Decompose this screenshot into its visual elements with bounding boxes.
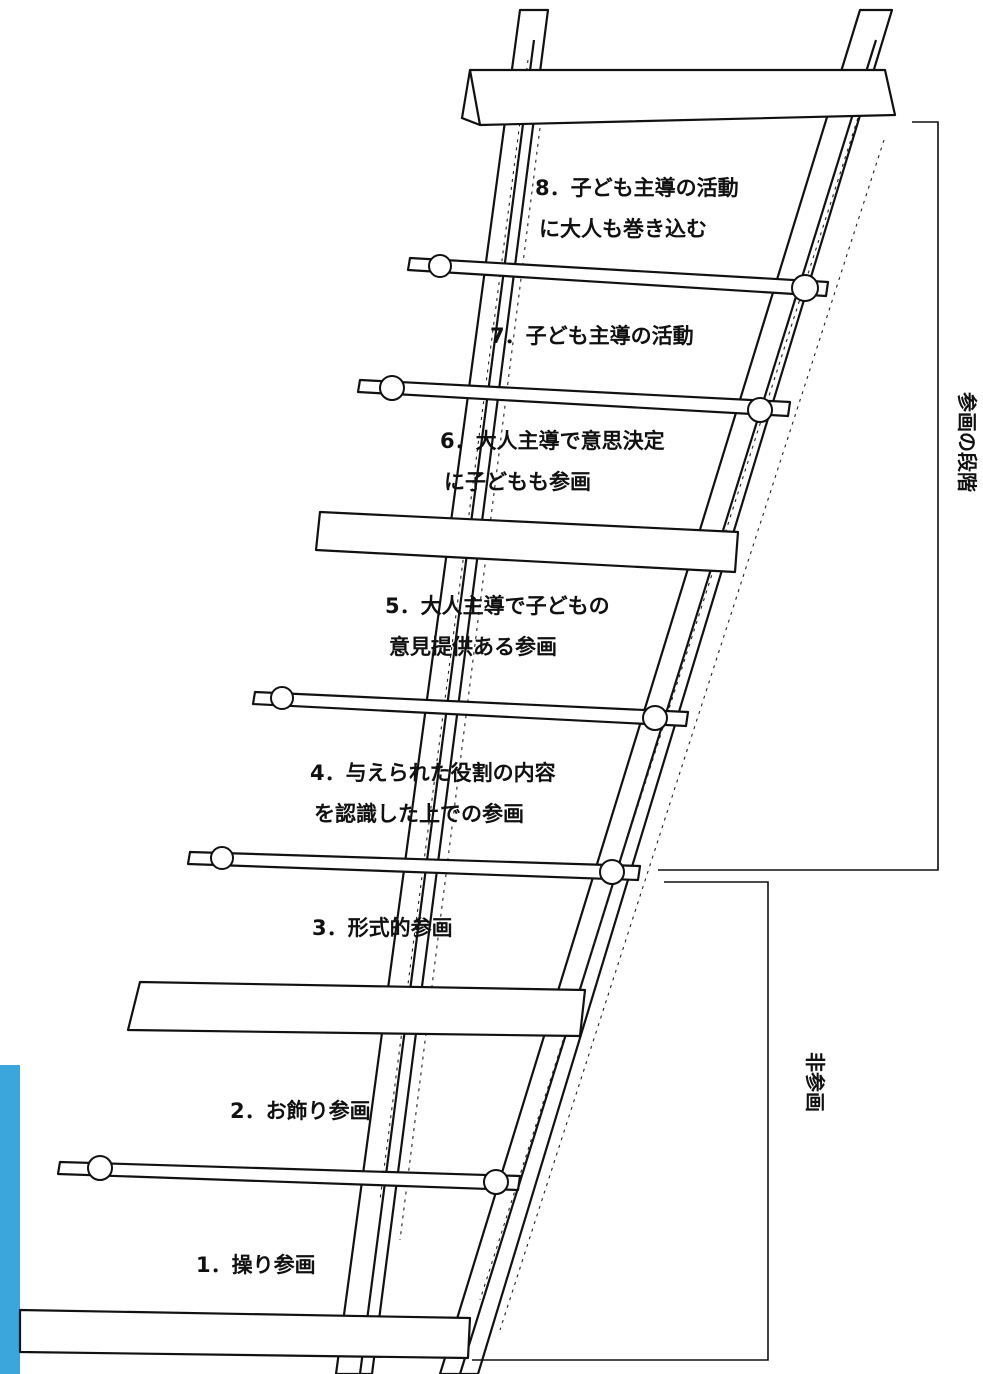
participation-label: 参画の段階 xyxy=(955,392,979,492)
rung-label-1: 1．操り参画 xyxy=(196,1253,316,1277)
rung-8-line-1: 8．子ども主導の活動 xyxy=(535,176,739,200)
side-strip xyxy=(0,1065,20,1374)
rung-3-line-1: 3．形式的参画 xyxy=(312,916,453,940)
rung-label-4: 4．与えられた役割の内容を認識した上での参画 xyxy=(310,761,556,826)
bracket-non-participation xyxy=(472,881,769,1361)
rung-label-7: 7．子ども主導の活動 xyxy=(490,324,694,348)
rung-2-line-1: 2．お飾り参画 xyxy=(230,1099,371,1123)
rung-8-line-2: に大人も巻き込む xyxy=(539,217,707,241)
rung-label-3: 3．形式的参画 xyxy=(312,916,453,940)
board-middle xyxy=(314,510,740,574)
rung-6-line-2: に子どもも参画 xyxy=(444,470,591,494)
rung-6-line-1: 6．大人主導で意思決定 xyxy=(440,429,665,453)
board-bottom xyxy=(18,1308,472,1360)
rung-label-6: 6．大人主導で意思決定に子どもも参画 xyxy=(440,429,665,494)
rung-5-line-1: 5．大人主導で子どもの xyxy=(385,594,610,618)
round-rungs xyxy=(56,254,830,1195)
rung-1-line-1: 1．操り参画 xyxy=(196,1253,316,1277)
rung-5-line-2: 意見提供ある参画 xyxy=(389,635,557,659)
rung-7-line-1: 7．子ども主導の活動 xyxy=(490,324,694,348)
non-participation-label: 非参画 xyxy=(803,1052,827,1112)
rung-4-line-1: 4．与えられた役割の内容 xyxy=(310,761,556,785)
rung-label-2: 2．お飾り参画 xyxy=(230,1099,371,1123)
board-lower xyxy=(126,980,587,1038)
rung-label-8: 8．子ども主導の活動に大人も巻き込む xyxy=(535,176,739,241)
rung-label-5: 5．大人主導で子どもの意見提供ある参画 xyxy=(385,594,610,659)
rung-4-line-2: を認識した上での参画 xyxy=(314,802,524,826)
bracket-participation xyxy=(658,121,939,871)
board-top xyxy=(460,68,897,127)
